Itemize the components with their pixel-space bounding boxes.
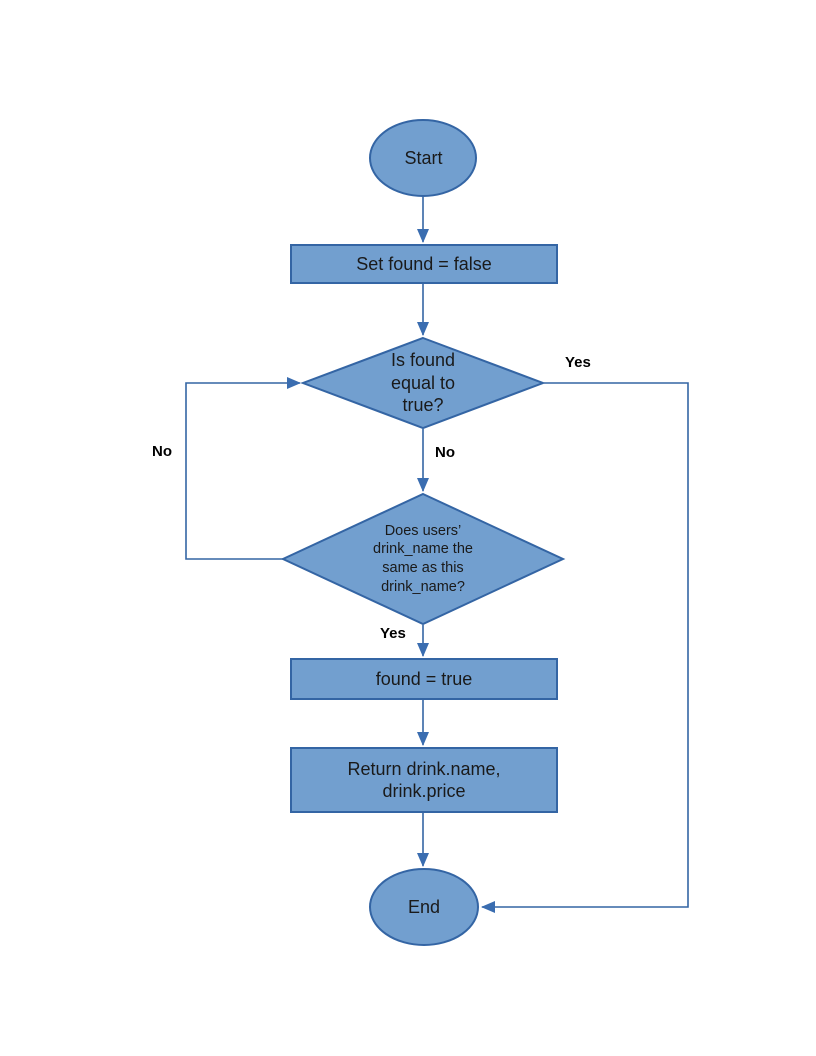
setfound-node-shape	[290, 244, 558, 284]
node-group	[280, 119, 566, 946]
connector-group	[185, 197, 689, 913]
edge-isfound-yes-to-end	[481, 382, 689, 913]
drinkmatch-decision-shape	[280, 492, 566, 626]
end-node-shape	[369, 868, 479, 946]
return-node-shape	[290, 747, 558, 813]
edge-drinkmatch-no-loop-to-isfound	[185, 377, 301, 560]
foundtrue-node-shape	[290, 658, 558, 700]
isfound-decision-shape	[300, 336, 546, 430]
start-node-shape	[369, 119, 477, 197]
